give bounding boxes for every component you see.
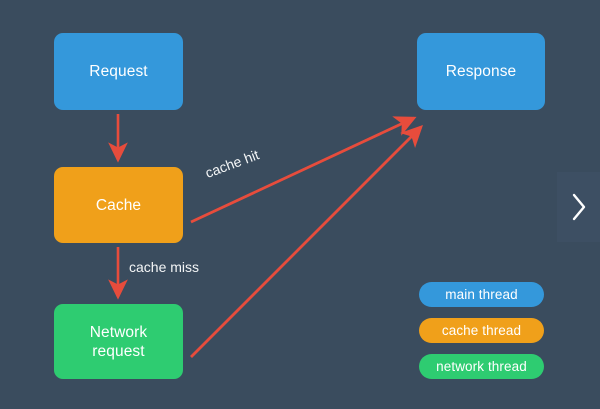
legend-item-cache-thread-label: cache thread — [441, 323, 522, 338]
next-slide-button[interactable] — [557, 172, 600, 242]
node-network-request[interactable]: Network request — [54, 304, 183, 379]
legend-item-cache-thread: cache thread — [419, 318, 544, 343]
legend-item-network-thread-label: network thread — [436, 359, 527, 374]
node-cache-label: Cache — [95, 196, 142, 214]
legend: main thread cache thread network thread — [419, 282, 544, 379]
node-network-request-label-line1: Network — [89, 323, 148, 341]
node-cache[interactable]: Cache — [54, 167, 183, 243]
legend-item-main-thread-label: main thread — [445, 287, 518, 302]
node-network-request-label: Network request — [90, 323, 148, 361]
edge-label-cache-miss: cache miss — [129, 259, 200, 275]
legend-item-main-thread: main thread — [419, 282, 544, 307]
node-response-label: Response — [445, 63, 517, 80]
node-request-label: Request — [89, 63, 148, 80]
node-network-request-label-line2: request — [92, 342, 145, 360]
node-request[interactable]: Request — [54, 33, 183, 110]
node-response[interactable]: Response — [417, 33, 545, 110]
chevron-right-icon — [570, 192, 588, 222]
edge-label-cache-hit: cache hit — [203, 146, 262, 181]
legend-item-network-thread: network thread — [419, 354, 544, 379]
